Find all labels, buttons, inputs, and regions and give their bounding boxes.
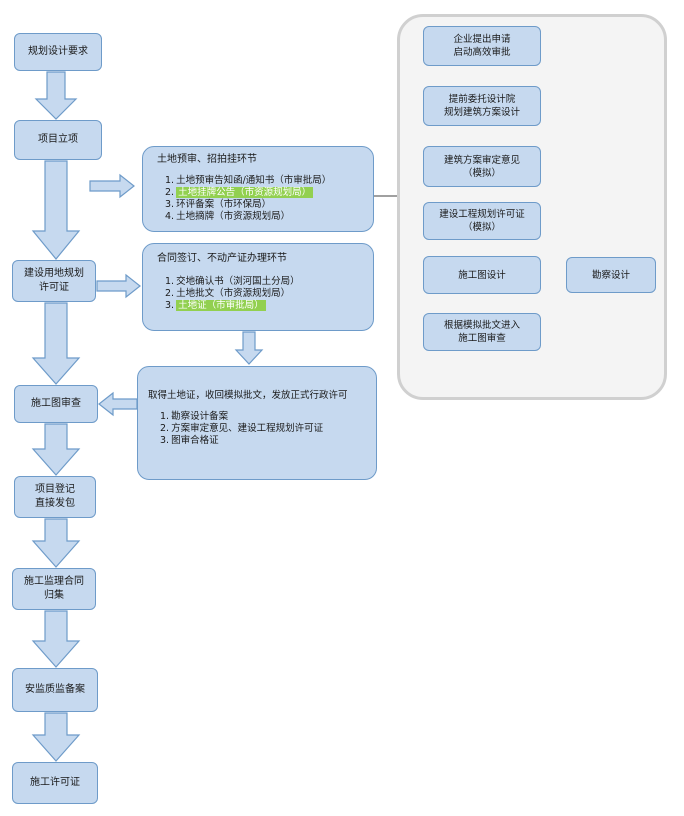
flow-arrow-to-land-auction	[89, 173, 135, 199]
info-box-title: 取得土地证，收回模拟批文，发放正式行政许可	[148, 390, 348, 401]
flow-arrow-to-contract	[96, 273, 141, 299]
item-number: 3.	[165, 199, 175, 210]
flow-arrow-contract-to-permit	[234, 331, 264, 365]
step-label: 施工图审查	[31, 398, 81, 409]
item-text: 土地批文（市资源规划局）	[176, 288, 291, 299]
step-label: 根据模拟批文进入 施工图审查	[443, 320, 520, 344]
step-label: 提前委托设计院 规划建筑方案设计	[443, 94, 520, 118]
item-number: 1.	[165, 276, 175, 287]
step-label: 施工许可证	[30, 777, 80, 788]
side-step-apply: 企业提出申请 启动高效审批	[423, 26, 541, 66]
step-label: 施工监理合同 归集	[24, 576, 84, 601]
item-number: 1.	[165, 175, 175, 186]
info-box-list: 1.勘察设计备案 2.方案审定意见、建设工程规划许可证 3.图审合格证	[148, 411, 323, 447]
step-project-approval: 项目立项	[14, 120, 102, 160]
info-box-list: 1.交地确认书（浏河国土分局） 2.土地批文（市资源规划局） 3.土地证（市审批…	[153, 276, 300, 312]
list-item: 4.土地摘牌（市资源规划局）	[165, 211, 331, 223]
info-box-title: 合同签订、不动产证办理环节	[157, 253, 287, 264]
list-item: 2.土地批文（市资源规划局）	[165, 288, 300, 300]
step-label: 企业提出申请 启动高效审批	[453, 34, 511, 58]
side-step-design-commission: 提前委托设计院 规划建筑方案设计	[423, 86, 541, 126]
step-label: 建设工程规划许可证 （模拟）	[439, 209, 525, 233]
flow-arrow-4	[31, 423, 81, 476]
item-number: 3.	[165, 300, 175, 311]
step-label: 规划设计要求	[28, 46, 88, 57]
step-planning-requirements: 规划设计要求	[14, 33, 102, 71]
flow-arrow-5	[31, 518, 81, 568]
step-land-use-permit: 建设用地规划 许可证	[12, 260, 96, 302]
side-step-planning-permit: 建设工程规划许可证 （模拟）	[423, 202, 541, 240]
info-box-title: 土地预审、招拍挂环节	[157, 154, 257, 165]
item-number: 2.	[165, 288, 175, 299]
step-label: 项目立项	[38, 134, 78, 145]
item-text: 土地预审告知函/通知书（市审批局）	[176, 175, 332, 186]
item-text: 交地确认书（浏河国土分局）	[176, 276, 300, 287]
side-step-enter-review: 根据模拟批文进入 施工图审查	[423, 313, 541, 351]
step-label: 建筑方案审定意见 （模拟）	[443, 154, 520, 179]
item-number: 4.	[165, 211, 175, 222]
item-text: 图审合格证	[171, 435, 219, 446]
list-item: 3.图审合格证	[160, 435, 323, 447]
item-number: 3.	[160, 435, 170, 446]
flow-arrow-permit-to-review	[98, 391, 138, 417]
side-step-scheme-approval: 建筑方案审定意见 （模拟）	[423, 146, 541, 187]
step-drawing-review: 施工图审查	[14, 385, 98, 423]
step-label: 勘察设计	[591, 269, 630, 281]
flow-arrow-3	[31, 302, 81, 385]
side-step-construction-drawing: 施工图设计	[423, 256, 541, 294]
step-label: 项目登记 直接发包	[35, 484, 75, 509]
step-safety-quality-filing: 安监质监备案	[12, 668, 98, 712]
item-text: 方案审定意见、建设工程规划许可证	[171, 423, 324, 434]
list-item: 1.土地预审告知函/通知书（市审批局）	[165, 175, 331, 187]
flow-arrow-7	[31, 712, 81, 762]
item-number: 2.	[165, 187, 175, 198]
step-label: 施工图设计	[458, 269, 506, 281]
item-text: 土地摘牌（市资源规划局）	[176, 211, 291, 222]
list-item: 3.土地证（市审批局）	[165, 300, 300, 312]
info-box-list: 1.土地预审告知函/通知书（市审批局） 2.土地挂牌公告（市资源规划局） 3.环…	[153, 175, 331, 223]
item-text-highlighted: 土地证（市审批局）	[176, 300, 266, 311]
step-label: 安监质监备案	[25, 684, 85, 695]
info-box-contract: 合同签订、不动产证办理环节 1.交地确认书（浏河国土分局） 2.土地批文（市资源…	[142, 243, 374, 331]
item-number: 1.	[160, 411, 170, 422]
step-construction-permit: 施工许可证	[12, 762, 98, 804]
item-text: 环评备案（市环保局）	[176, 199, 272, 210]
step-project-registration: 项目登记 直接发包	[14, 476, 96, 518]
list-item: 2.土地挂牌公告（市资源规划局）	[165, 187, 331, 199]
list-item: 2.方案审定意见、建设工程规划许可证	[160, 423, 323, 435]
item-number: 2.	[160, 423, 170, 434]
list-item: 3.环评备案（市环保局）	[165, 199, 331, 211]
step-label: 建设用地规划 许可证	[24, 268, 84, 293]
item-text: 勘察设计备案	[171, 411, 229, 422]
info-box-permit: 取得土地证，收回模拟批文，发放正式行政许可 1.勘察设计备案 2.方案审定意见、…	[137, 366, 377, 480]
flow-arrow-2	[31, 160, 81, 260]
list-item: 1.交地确认书（浏河国土分局）	[165, 276, 300, 288]
flow-arrow-1	[34, 71, 78, 120]
info-box-land-auction: 土地预审、招拍挂环节 1.土地预审告知函/通知书（市审批局） 2.土地挂牌公告（…	[142, 146, 374, 232]
item-text-highlighted: 土地挂牌公告（市资源规划局）	[176, 187, 314, 198]
step-supervision-contract: 施工监理合同 归集	[12, 568, 96, 610]
flow-arrow-6	[31, 610, 81, 668]
side-step-survey-design: 勘察设计	[566, 257, 656, 293]
list-item: 1.勘察设计备案	[160, 411, 323, 423]
